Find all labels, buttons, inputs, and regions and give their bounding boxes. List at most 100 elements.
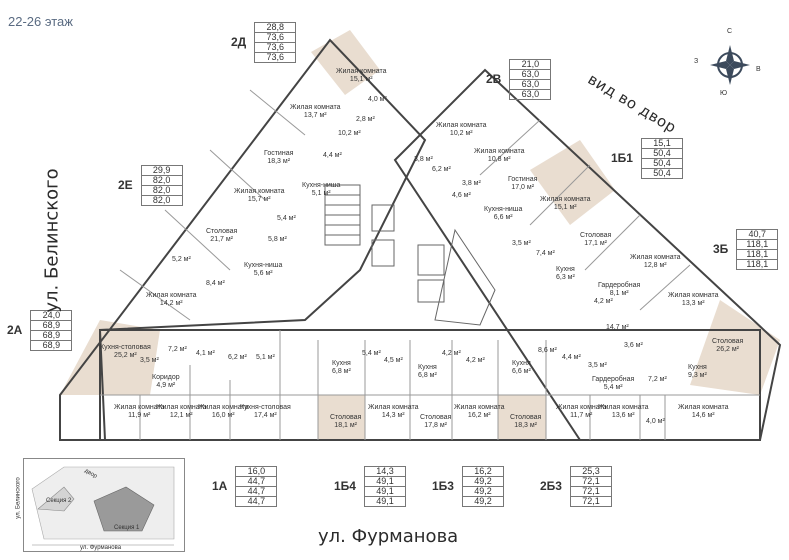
- room-label: 6,2 м²: [432, 166, 451, 173]
- minimap-street-bottom: ул. Фурманова: [80, 545, 122, 551]
- room-label: 3,8 м²: [462, 180, 481, 187]
- room-fill-2d-living: [311, 30, 380, 95]
- room-label: 4,2 м²: [466, 357, 485, 364]
- outer-wall-right-wing: [393, 68, 782, 441]
- site-minimap: Секция 2 Секция 1 ул. Фурманова ул. Бели…: [16, 458, 185, 552]
- room-label: 7,2 м²: [648, 376, 667, 383]
- room-label: 5,8 м²: [268, 236, 287, 243]
- compass-south: Ю: [720, 90, 728, 97]
- room-label: 5,4 м²: [277, 215, 296, 222]
- room-label: 4,4 м²: [562, 354, 581, 361]
- room-label: 3,5 м²: [588, 362, 607, 369]
- interior-walls: [100, 89, 760, 440]
- minimap-section-1: Секция 1: [114, 525, 140, 531]
- street-label-bottom: ул. Фурманова: [318, 526, 459, 547]
- minimap-section-2: Секция 2: [46, 498, 72, 504]
- compass-icon: [710, 45, 750, 85]
- compass-west: З: [694, 58, 699, 65]
- highlighted-rooms: [60, 30, 780, 440]
- compass: С Ю З В: [694, 28, 761, 98]
- room-label: 7,2 м²: [168, 346, 187, 353]
- room-label: 4,5 м²: [384, 357, 403, 364]
- room-label: 8,6 м²: [538, 347, 557, 354]
- room-label: 2,8 м²: [356, 116, 375, 123]
- compass-north: С: [727, 28, 733, 35]
- room-label: 4,0 м²: [646, 418, 665, 425]
- room-label: 3,5 м²: [140, 357, 159, 364]
- room-fill-1b4-dining: [318, 395, 365, 440]
- street-label-left: ул. Белинского: [41, 168, 63, 313]
- walls: [59, 38, 782, 441]
- room-label: 6,2 м²: [228, 354, 247, 361]
- room-label: 4,2 м²: [594, 298, 613, 305]
- room-label: 4,1 м²: [196, 350, 215, 357]
- outer-wall-bottom: [99, 329, 761, 441]
- room-label: 4,2 м²: [442, 350, 461, 357]
- room-fill-2a-kitchen: [60, 320, 160, 395]
- floor-label: 22-26 этаж: [8, 14, 73, 29]
- room-label: 5,4 м²: [362, 350, 381, 357]
- room-label: 5,2 м²: [172, 256, 191, 263]
- room-label: 8,4 м²: [206, 280, 225, 287]
- room-label: 10,2 м²: [338, 130, 361, 137]
- room-label: 3,6 м²: [624, 342, 643, 349]
- room-label: 4,4 м²: [323, 152, 342, 159]
- room-label: 7,4 м²: [536, 250, 555, 257]
- room-label: 4,0 м²: [368, 96, 387, 103]
- room-label: 14,7 м²: [606, 324, 629, 331]
- room-fill-3b-dining: [690, 300, 780, 395]
- compass-east: В: [756, 66, 761, 73]
- minimap-drawing: [31, 466, 175, 546]
- room-label: 4,6 м²: [452, 192, 471, 199]
- room-label: 3,5 м²: [512, 240, 531, 247]
- room-fill-1b3-dining: [498, 395, 546, 440]
